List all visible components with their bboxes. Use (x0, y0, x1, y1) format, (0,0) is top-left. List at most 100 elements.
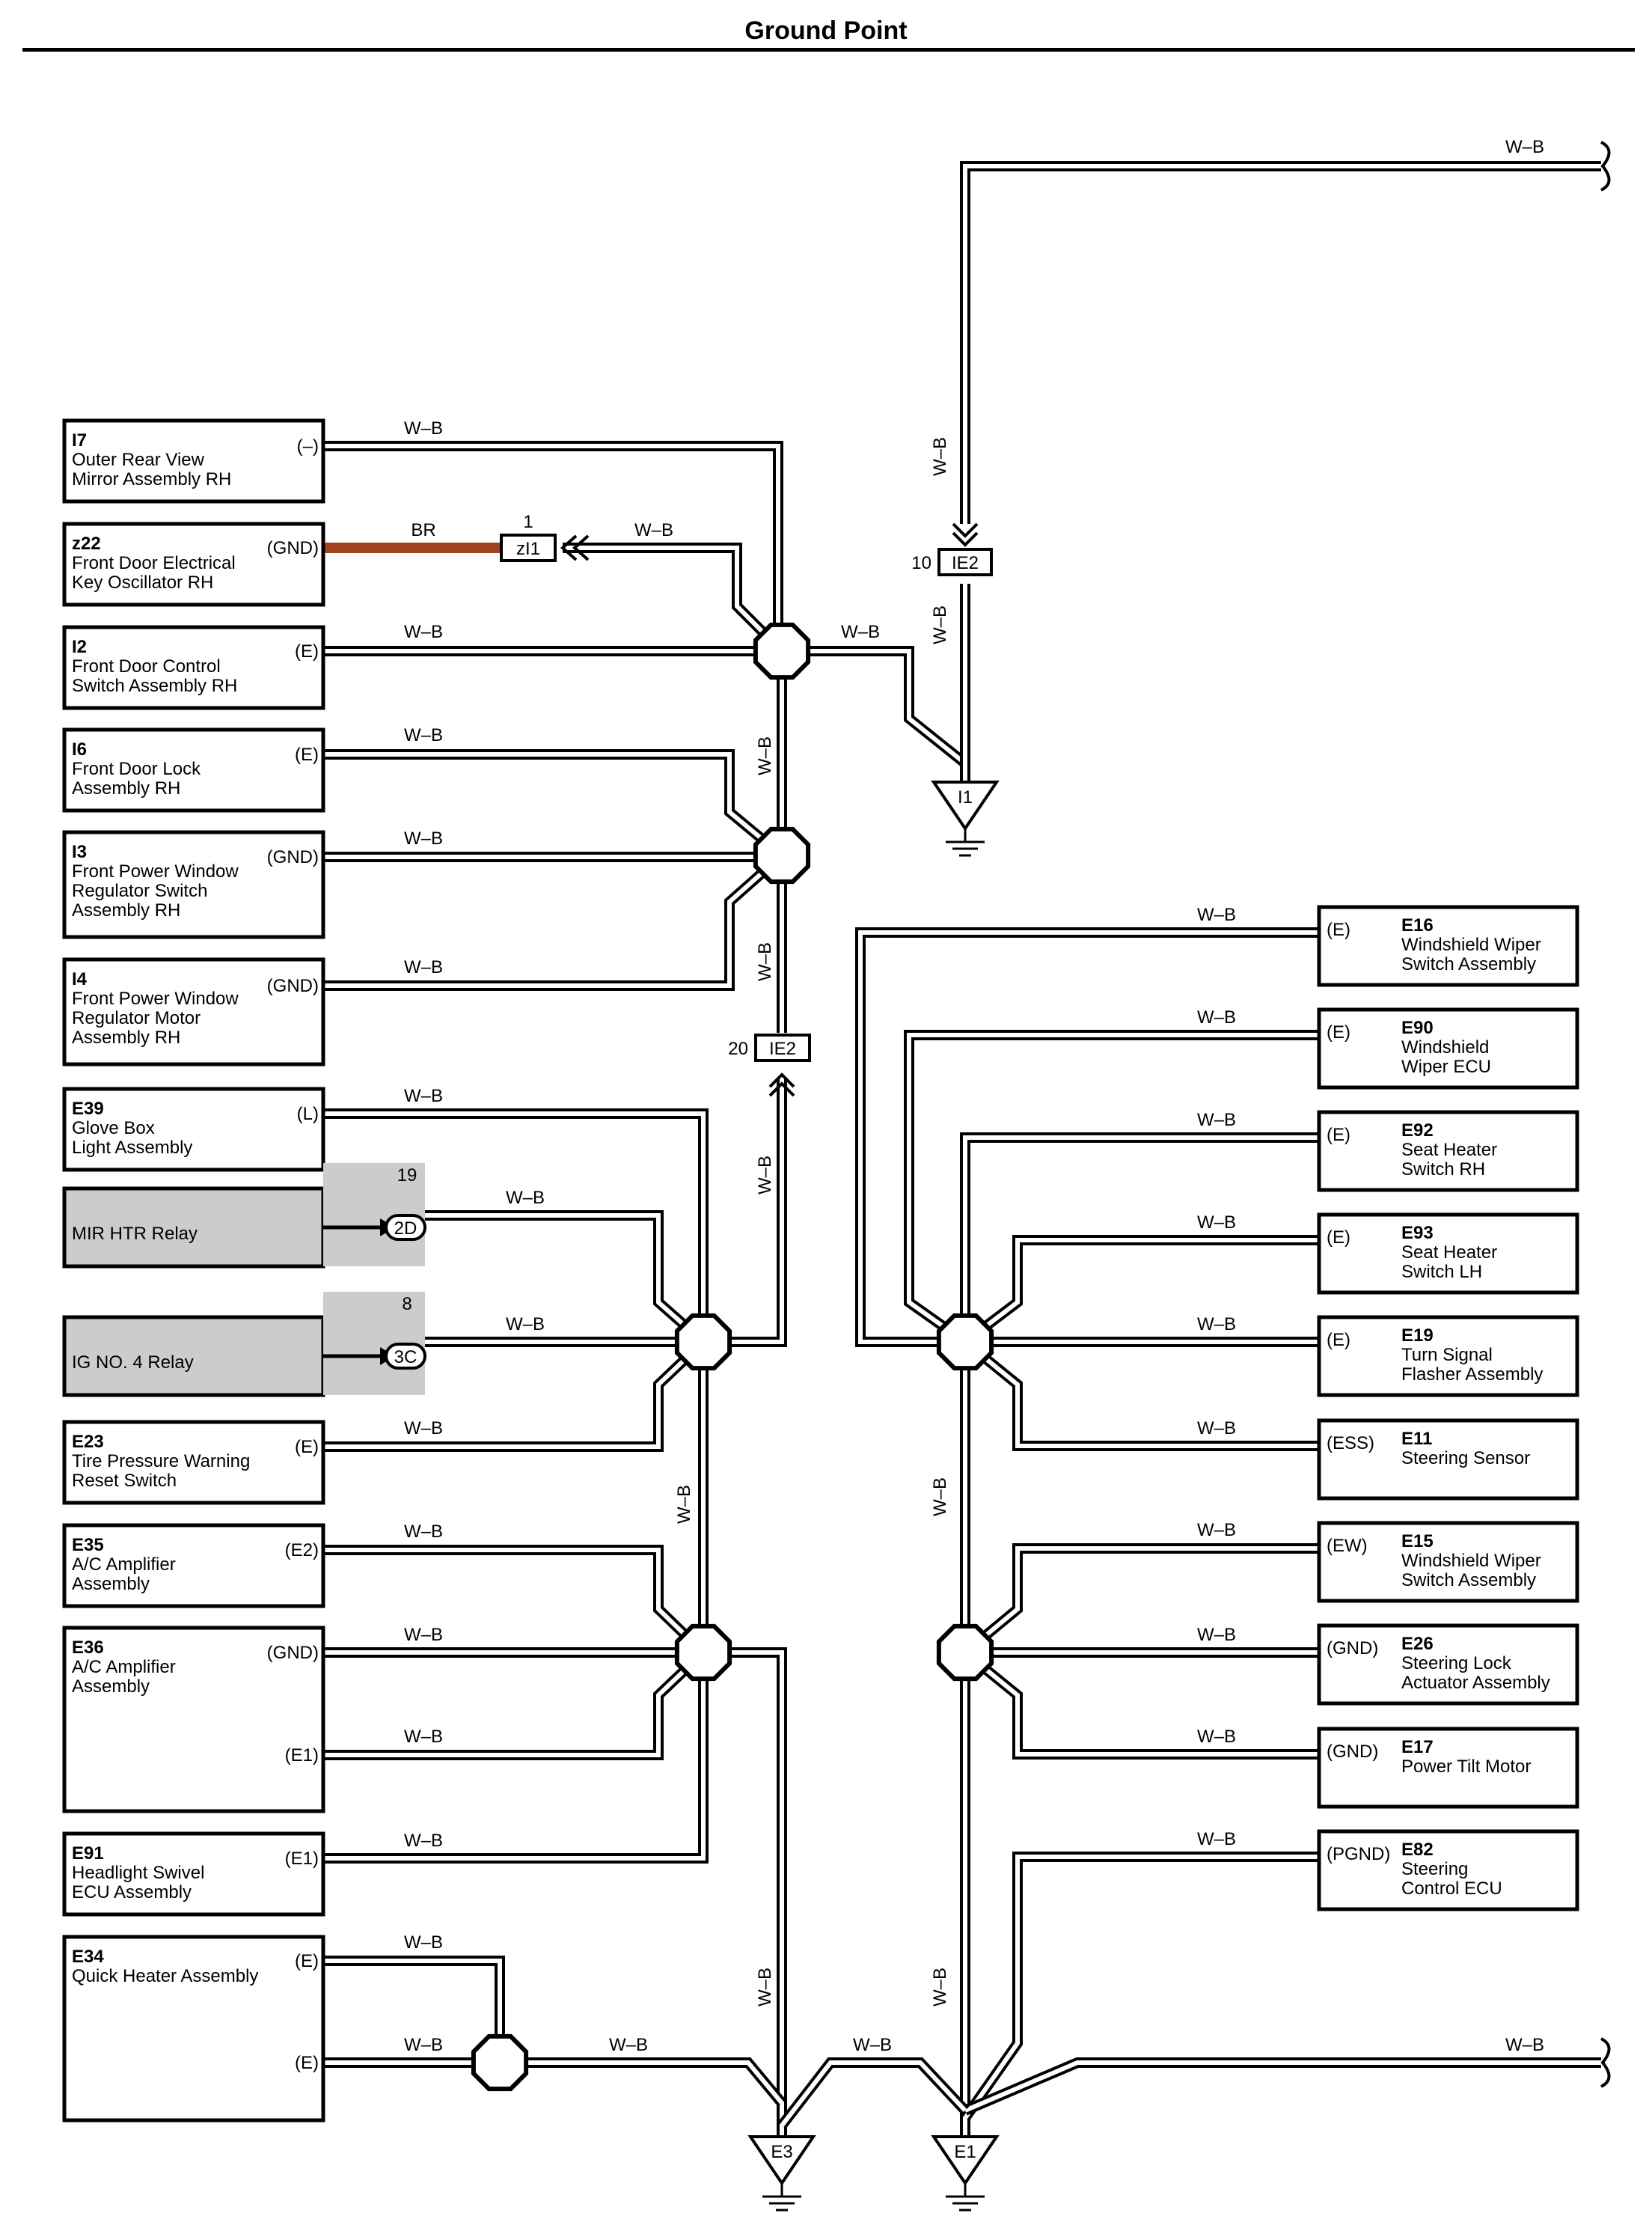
page-title: Ground Point (744, 16, 908, 45)
component-i3-pin-0: (GND) (267, 847, 319, 867)
component-e82-name-2: Control ECU (1401, 1879, 1502, 1899)
wire-e3-e1 (777, 2057, 970, 2129)
component-e82 (1317, 1829, 1579, 1911)
relay-1-connector (385, 1343, 426, 1370)
component-i6-code: I6 (72, 739, 87, 760)
junction-3 (674, 1313, 732, 1371)
wire-label-0: W–B (404, 418, 443, 439)
junction-5 (471, 2033, 529, 2092)
component-i4-name-1: Front Power Window (72, 989, 239, 1009)
component-e35-name-1: A/C Amplifier (72, 1554, 176, 1575)
wire-j3-ie2 (703, 1078, 787, 1347)
component-z22-name-1: Front Door Electrical (72, 553, 236, 573)
component-e39-name-1: Glove Box (72, 1118, 155, 1138)
wire-label-17: W–B (841, 622, 880, 642)
wire-label-13: W–B (404, 1932, 443, 1953)
wires (323, 161, 1601, 2137)
component-e19-name-1: Turn Signal (1401, 1345, 1493, 1365)
ground-i1-label: I1 (958, 787, 973, 808)
component-e90-code: E90 (1401, 1018, 1434, 1038)
wire-j3-ie2-inner (703, 1078, 784, 1344)
component-i4-name-3: Assembly RH (72, 1028, 180, 1048)
component-e36-pin-0: (GND) (267, 1643, 319, 1663)
component-e23-name-1: Tire Pressure Warning (72, 1451, 250, 1471)
component-i6 (62, 727, 325, 813)
wire-top (960, 161, 1601, 524)
component-e19-code: E19 (1401, 1325, 1434, 1346)
wire-label-18: W–B (1505, 137, 1544, 157)
component-e39-name-2: Light Assembly (72, 1138, 192, 1158)
component-e19-pin: (E) (1327, 1330, 1350, 1350)
component-i7-name-2: Mirror Assembly RH (72, 469, 231, 489)
component-e82-pin: (PGND) (1327, 1844, 1390, 1864)
wire-label-24: W–B (1197, 1314, 1236, 1334)
wire-label-20: W–B (1197, 905, 1236, 925)
wire-zl1 (563, 543, 786, 655)
component-e36-code: E36 (72, 1638, 104, 1658)
component-i3-name-3: Assembly RH (72, 900, 180, 921)
component-i2-name-1: Front Door Control (72, 656, 221, 677)
wire-e11-inner (964, 1340, 1319, 1448)
wire-label-22: W–B (1197, 1110, 1236, 1130)
wire-label-v-0: W–B (755, 736, 775, 775)
component-e23-name-2: Reset Switch (72, 1471, 177, 1491)
wire-e91-inner (323, 1652, 706, 1861)
wire-e39-inner (323, 1111, 706, 1342)
relay-1-pin: 8 (402, 1294, 412, 1314)
wire-label-25: W–B (1197, 1418, 1236, 1438)
component-i3-code: I3 (72, 842, 87, 862)
wire-label-9: W–B (404, 1522, 443, 1542)
wire-label-zl1: W–B (634, 520, 673, 540)
wire-label-v-4: W–B (930, 437, 950, 476)
wire-label-27: W–B (1197, 1625, 1236, 1645)
component-i7-pin-0: (–) (297, 436, 319, 457)
component-e93-name-1: Seat Heater (1401, 1242, 1497, 1263)
component-e11 (1317, 1418, 1579, 1501)
component-e16-name-1: Windshield Wiper (1401, 935, 1541, 955)
wire-e15-inner (964, 1546, 1319, 1655)
wire-e90-inner (907, 1033, 1319, 1344)
component-e15-name-1: Windshield Wiper (1401, 1551, 1541, 1571)
wire-e36-e1-inner (323, 1650, 706, 1757)
component-e16-name-2: Switch Assembly (1401, 954, 1536, 974)
ground-e1 (931, 2135, 1000, 2186)
component-e15-pin: (EW) (1327, 1536, 1368, 1556)
connector-ie2-mid-arrow (768, 1072, 795, 1097)
wire-label-v-7: W–B (930, 1968, 950, 2006)
wire-label-11: W–B (404, 1727, 443, 1747)
junction-6 (936, 1313, 994, 1371)
wire-label-v-6: W–B (755, 1968, 775, 2006)
component-e39-pin-0: (L) (297, 1104, 319, 1124)
wire-label-v-5: W–B (930, 605, 950, 644)
component-e35-pin-0: (E2) (285, 1540, 319, 1560)
wire-label-28: W–B (1197, 1727, 1236, 1747)
component-i2 (62, 625, 325, 710)
ground-e3 (747, 2135, 816, 2186)
ground-e1-label: E1 (954, 2142, 976, 2162)
wire-label-v-2: W–B (755, 1156, 775, 1194)
relay-0-connector (385, 1214, 426, 1241)
wire-i4 (323, 851, 786, 991)
component-e26-pin: (GND) (1327, 1638, 1378, 1658)
connector-zl1-arrow (560, 534, 590, 561)
wire-e82-inner (963, 1855, 1319, 2119)
component-e92-name-2: Switch RH (1401, 1159, 1485, 1179)
wire-label-br: BR (411, 520, 435, 540)
component-e90 (1317, 1007, 1579, 1090)
component-e36-name-1: A/C Amplifier (72, 1657, 176, 1677)
component-e11-name-1: Steering Sensor (1401, 1448, 1530, 1468)
wire-e16-inner (858, 930, 1319, 1344)
component-e26 (1317, 1623, 1579, 1706)
component-e91-name-2: ECU Assembly (72, 1882, 192, 1902)
wire-e90 (904, 1030, 1319, 1346)
component-e34-pin-1: (E) (295, 2053, 319, 2073)
component-i7 (62, 418, 325, 504)
component-e91-name-1: Headlight Swivel (72, 1863, 204, 1883)
wire-top-inner (963, 164, 1601, 524)
break-mark-top (1600, 141, 1611, 192)
component-i3 (62, 830, 325, 939)
connector-ie2-mid-label: IE2 (769, 1039, 796, 1059)
junction-1 (753, 622, 811, 680)
